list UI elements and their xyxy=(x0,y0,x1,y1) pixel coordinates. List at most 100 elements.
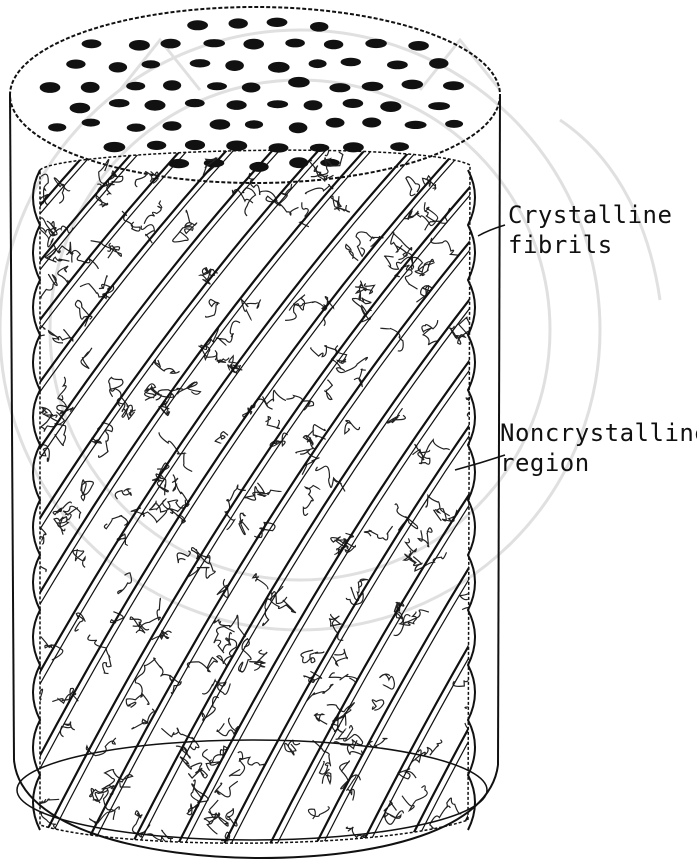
chain-squiggle xyxy=(243,188,256,216)
chain-squiggle xyxy=(314,714,327,725)
fibril-end-dot xyxy=(227,100,247,110)
chain-squiggle xyxy=(385,811,404,825)
fibril-end-dot xyxy=(163,121,182,130)
chain-squiggle xyxy=(356,284,374,301)
chain-squiggle xyxy=(185,210,197,233)
fibril-end-dot xyxy=(147,141,166,150)
chain-squiggle xyxy=(104,516,127,529)
chain-squiggle xyxy=(172,475,189,504)
fibril-end-dot xyxy=(81,82,100,93)
chain-squiggle xyxy=(75,613,85,631)
fibril-end-dot xyxy=(203,39,225,47)
fibril-end-dot xyxy=(185,140,205,150)
fibril-end-dot xyxy=(390,142,409,151)
chain-squiggle xyxy=(206,299,220,317)
chain-squiggle xyxy=(81,480,93,501)
chain-squiggle xyxy=(239,513,249,535)
chain-squiggle xyxy=(60,722,74,737)
chain-squiggle xyxy=(356,232,374,256)
fibril-end-dot xyxy=(285,39,305,48)
chain-squiggle xyxy=(144,201,162,224)
fibril-end-dot xyxy=(40,82,61,93)
chain-squiggle xyxy=(52,694,70,703)
chain-squiggle xyxy=(73,549,85,567)
chain-squiggle xyxy=(402,786,427,811)
fibril-end-dot xyxy=(329,83,350,92)
fibril-end-dot xyxy=(405,121,427,129)
chain-squiggle xyxy=(387,408,405,423)
crystalline-label-line2: fibrils xyxy=(508,230,672,260)
fibril-end-dot xyxy=(289,122,308,133)
chain-squiggle xyxy=(266,417,280,429)
chain-squiggle xyxy=(81,348,92,369)
chain-squiggle xyxy=(215,353,229,363)
chain-squiggle xyxy=(285,295,305,321)
chain-squiggle xyxy=(204,800,218,834)
fibril-end-dot xyxy=(326,118,345,128)
noncrystalline-label-line1: Noncrystalline xyxy=(500,418,697,448)
fibril-end-dot xyxy=(109,99,130,107)
fibril-end-dot xyxy=(362,118,381,128)
fibril-end-dot xyxy=(145,100,166,111)
chain-squiggle xyxy=(311,346,342,370)
chain-squiggle xyxy=(303,486,320,516)
fibril-end-dot xyxy=(362,82,384,91)
chain-squiggle xyxy=(81,839,101,854)
chain-squiggle xyxy=(372,700,383,710)
chain-squiggle xyxy=(33,407,57,418)
chain-squiggle xyxy=(189,768,208,778)
crystalline-fibril xyxy=(0,140,151,860)
fibril-cross-section-dots xyxy=(40,18,464,172)
fibril-end-dot xyxy=(163,80,181,90)
crystalline-fibril xyxy=(0,140,243,860)
fibril-end-dot xyxy=(245,120,263,129)
fibril-end-dot xyxy=(229,18,248,28)
chain-squiggle xyxy=(215,432,228,443)
fibril-end-dot xyxy=(343,99,364,108)
label-leader-lines xyxy=(455,225,505,470)
fibril-end-dot xyxy=(445,120,463,128)
chain-squiggle xyxy=(0,524,36,549)
chain-squiggle xyxy=(364,526,392,540)
fibril-end-dot xyxy=(187,20,208,30)
chain-squiggle xyxy=(126,695,142,708)
outer-cylinder xyxy=(10,7,500,858)
fibril-end-dot xyxy=(365,39,387,48)
fibril-end-dot xyxy=(429,58,448,69)
fibril-end-dot xyxy=(127,124,146,132)
fibril-end-dot xyxy=(82,39,102,48)
fibril-end-dot xyxy=(267,18,288,27)
fibril-end-dot xyxy=(309,59,327,68)
fibril-end-dot xyxy=(104,142,126,152)
noncrystalline-label-line2: region xyxy=(500,448,697,478)
fibril-end-dot xyxy=(267,100,288,108)
fibril-end-dot xyxy=(402,80,424,90)
chain-squiggle xyxy=(324,380,332,399)
fibril-end-dot xyxy=(48,123,66,131)
chain-squiggle xyxy=(301,650,324,663)
fibril-end-dot xyxy=(142,60,161,68)
crystalline-fibrils-label: Crystalline fibrils xyxy=(508,200,672,260)
fibril-end-dot xyxy=(225,60,244,71)
fibril-end-dot xyxy=(443,81,464,90)
chain-squiggle xyxy=(135,658,161,704)
chain-squiggle xyxy=(58,266,69,285)
fibril-end-dot xyxy=(66,60,85,69)
fibril-end-dot xyxy=(387,61,408,70)
fibril-end-dot xyxy=(70,103,91,114)
fibril-end-dot xyxy=(82,119,100,127)
fibril-end-dot xyxy=(324,40,343,50)
fibril-end-dot xyxy=(304,100,323,110)
chain-squiggle xyxy=(285,740,300,755)
chain-squiggle xyxy=(133,598,161,630)
fibril-end-dot xyxy=(288,77,310,88)
chain-squiggle xyxy=(345,421,360,434)
chain-squiggle xyxy=(180,757,204,776)
fibril-end-dot xyxy=(243,39,264,50)
chain-squiggle xyxy=(270,587,296,613)
fibril-end-dot xyxy=(268,62,290,73)
chain-squiggle xyxy=(380,674,395,689)
chain-squiggle xyxy=(17,689,42,717)
chain-squiggle xyxy=(215,781,238,797)
